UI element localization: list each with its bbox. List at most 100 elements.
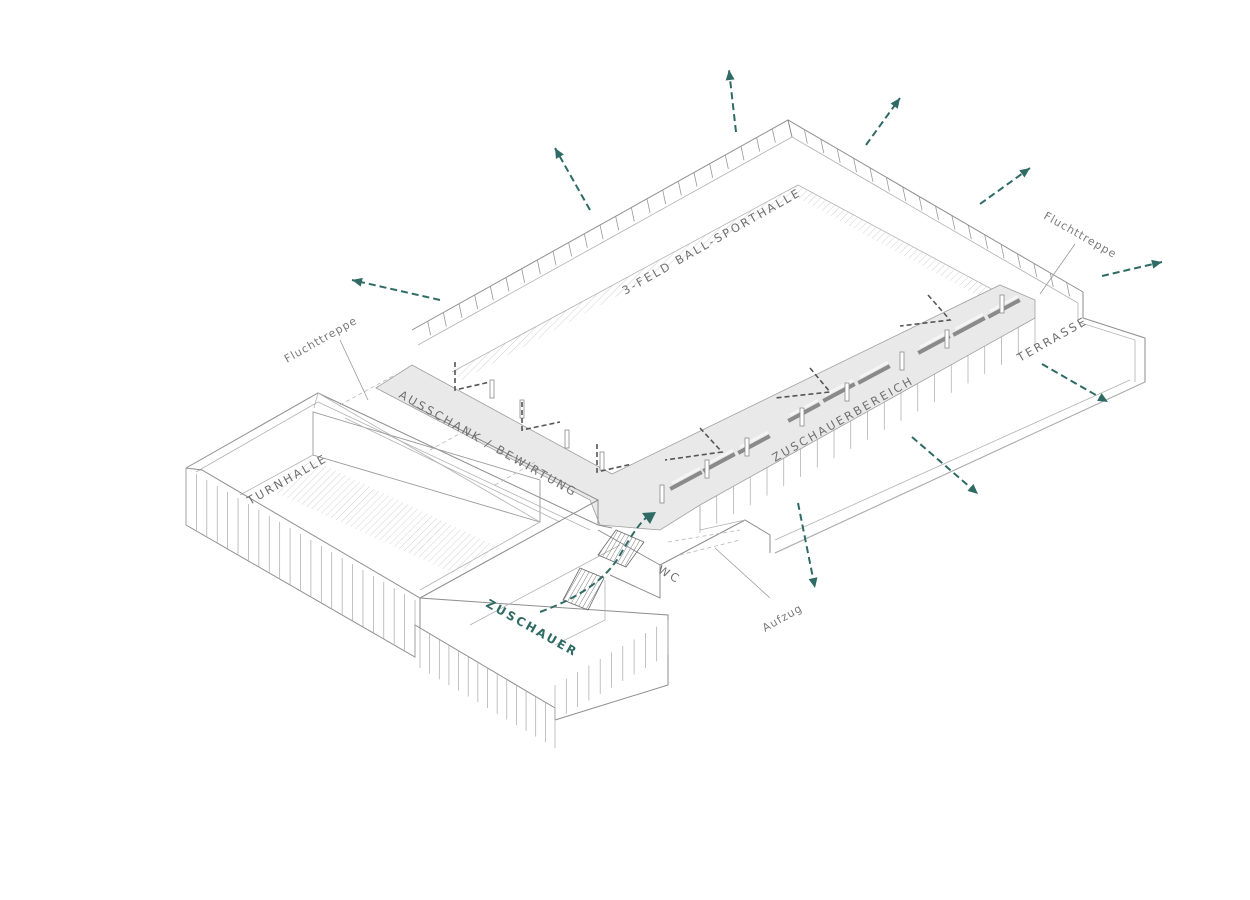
window-mullion	[1033, 263, 1038, 278]
bench	[952, 316, 986, 337]
window-mullion	[902, 186, 907, 201]
railing-post	[999, 294, 1005, 314]
bench-top	[859, 360, 889, 379]
railing-post	[489, 379, 495, 399]
window-mullion	[521, 268, 526, 283]
escape-arrowhead	[1019, 168, 1030, 178]
window-mullion	[756, 137, 761, 152]
window-mullion	[918, 196, 923, 211]
main-hall	[411, 119, 1146, 554]
window-mullion	[505, 277, 510, 292]
sight-line	[521, 402, 561, 431]
hall-window-mullions-right	[803, 129, 1071, 297]
window-mullion	[599, 224, 604, 240]
terrace	[774, 379, 1146, 554]
window-mullion	[820, 139, 825, 154]
bench	[669, 470, 703, 491]
window-mullion	[1066, 282, 1071, 297]
window-mullion	[709, 163, 714, 178]
leader-escape-right	[1039, 243, 1076, 295]
window-mullion	[1017, 253, 1021, 268]
railing-post	[564, 429, 570, 449]
escape-arrowhead	[352, 277, 363, 287]
gallery	[375, 284, 1036, 531]
railing-post	[704, 459, 710, 479]
escape-arrow	[797, 502, 816, 589]
window-mullion	[951, 215, 956, 230]
hall-wall-hatch	[452, 185, 1012, 380]
label-escape-stair-right: Fluchttreppe	[1042, 209, 1120, 261]
window-mullion	[536, 259, 541, 275]
escape-arrowhead	[890, 98, 900, 109]
leader-elevator	[714, 547, 771, 599]
window-mullion	[935, 205, 939, 221]
window-mullion	[427, 321, 432, 336]
escape-arrowhead	[967, 484, 978, 494]
spectator-route-arrowhead	[642, 512, 656, 524]
window-mullion	[615, 216, 620, 231]
window-mullion	[646, 198, 651, 213]
window-mullion	[583, 233, 588, 248]
sight-line	[899, 294, 952, 327]
railing-post	[744, 437, 750, 457]
bench-top	[919, 330, 949, 349]
escape-arrowhead	[725, 70, 735, 81]
escape-arrowhead	[808, 577, 818, 588]
sight-line	[774, 367, 832, 399]
bench	[917, 334, 951, 355]
escape-arrows	[351, 69, 1163, 589]
sight-line	[664, 427, 724, 461]
window-mullion	[1049, 272, 1054, 287]
window-mullion	[662, 189, 667, 205]
escape-arrow	[554, 147, 591, 211]
gallery-floor	[375, 284, 1036, 531]
gym-wing	[185, 374, 669, 748]
window-mullion	[489, 286, 494, 301]
railing-post	[659, 484, 665, 504]
escape-arrowhead	[1097, 393, 1108, 402]
window-mullion	[693, 172, 698, 187]
window-mullion	[853, 158, 857, 173]
bench	[857, 364, 891, 385]
window-mullion	[803, 129, 808, 144]
bench-top	[704, 448, 734, 467]
facade-front	[185, 468, 669, 748]
sight-line	[596, 444, 633, 474]
window-mullion	[869, 167, 874, 182]
railing-post	[944, 329, 950, 349]
bench-top	[954, 312, 984, 331]
railing-post	[899, 351, 905, 371]
label-hall-main: 3-FELD BALL-SPORTHALLE	[620, 185, 804, 297]
escape-arrow	[1041, 363, 1109, 403]
label-elevator: Aufzug	[760, 602, 805, 635]
bench-top	[671, 466, 701, 485]
window-mullion	[552, 251, 557, 266]
stair-upper	[597, 529, 645, 568]
window-mullion	[836, 148, 841, 163]
spectator-route-arrow	[539, 514, 651, 613]
window-mullion	[740, 146, 745, 161]
window-mullion	[724, 154, 729, 170]
sight-lines	[454, 294, 952, 474]
window-mullion	[885, 177, 890, 192]
window-mullion	[630, 207, 635, 222]
window-mullion	[677, 181, 682, 196]
bench-top	[824, 378, 854, 397]
stair-lower	[562, 567, 605, 611]
escape-arrowhead	[555, 148, 564, 159]
hall-window-mullions-left	[427, 128, 776, 336]
entrance-core	[419, 499, 771, 646]
railing-post	[799, 407, 805, 427]
window-mullion	[442, 312, 447, 327]
window-mullion	[771, 128, 776, 143]
leader-escape-left	[339, 339, 369, 401]
window-mullion	[967, 225, 972, 240]
bench-top	[789, 398, 819, 417]
gallery-railing-posts	[489, 294, 1005, 504]
escape-arrowhead	[1151, 259, 1162, 269]
sight-line	[454, 362, 491, 392]
window-mullion	[984, 234, 989, 249]
bench	[702, 452, 736, 473]
